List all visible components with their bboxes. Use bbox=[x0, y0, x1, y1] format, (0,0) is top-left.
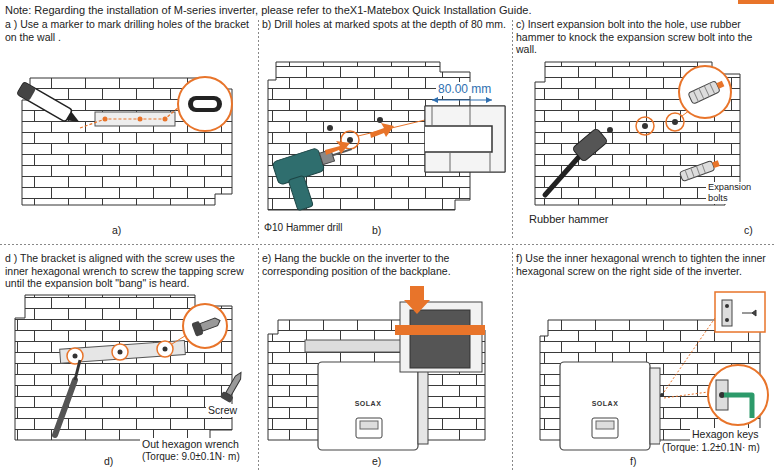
panel-letter: e) bbox=[372, 455, 392, 468]
brand-logo: SOLAX bbox=[577, 400, 633, 408]
tool-label: Out hexagon wrench bbox=[140, 438, 241, 451]
step-text: d ) The bracket is aligned with the scre… bbox=[5, 252, 255, 290]
panel-letter: f) bbox=[630, 455, 650, 468]
corner-bar bbox=[738, 0, 774, 4]
panel-e-art bbox=[268, 286, 485, 450]
panel-letter: c) bbox=[744, 224, 764, 237]
tool-label: Φ10 Hammer drill bbox=[262, 222, 345, 234]
panel-b-art bbox=[268, 62, 505, 214]
note-text: Note: Regarding the installation of M-se… bbox=[5, 4, 735, 17]
panel-letter: d) bbox=[104, 455, 124, 468]
torque-label: (Torque: 9.0±0.1N· m) bbox=[140, 451, 242, 463]
tool-label: Hexagon keys bbox=[690, 428, 761, 441]
torque-label: (Torque: 1.2±0.1N· m) bbox=[660, 442, 762, 454]
part-label: Screw bbox=[206, 404, 254, 417]
panel-d-art bbox=[15, 295, 246, 440]
panel-f-art bbox=[540, 292, 768, 450]
panel-a-art bbox=[17, 77, 232, 205]
step-text: f) Use the inner hexagonal wrench to tig… bbox=[516, 252, 768, 277]
step-text: b) Drill holes at marked spots at the de… bbox=[262, 18, 510, 31]
panel-separators bbox=[0, 20, 774, 470]
tool-label: Rubber hammer bbox=[527, 213, 610, 226]
step-text: a ) Use a marker to mark drilling holes … bbox=[5, 18, 255, 43]
brand-logo: SOLAX bbox=[340, 400, 396, 408]
step-text: e) Hang the buckle on the inverter to th… bbox=[262, 252, 510, 277]
panel-letter: b) bbox=[372, 224, 392, 237]
panel-letter: a) bbox=[112, 224, 132, 237]
part-label: Expansion bolts bbox=[706, 182, 770, 204]
dimension-label: 80.00 mm bbox=[436, 82, 493, 96]
step-text: c) Insert expansion bolt into the hole, … bbox=[516, 18, 768, 56]
